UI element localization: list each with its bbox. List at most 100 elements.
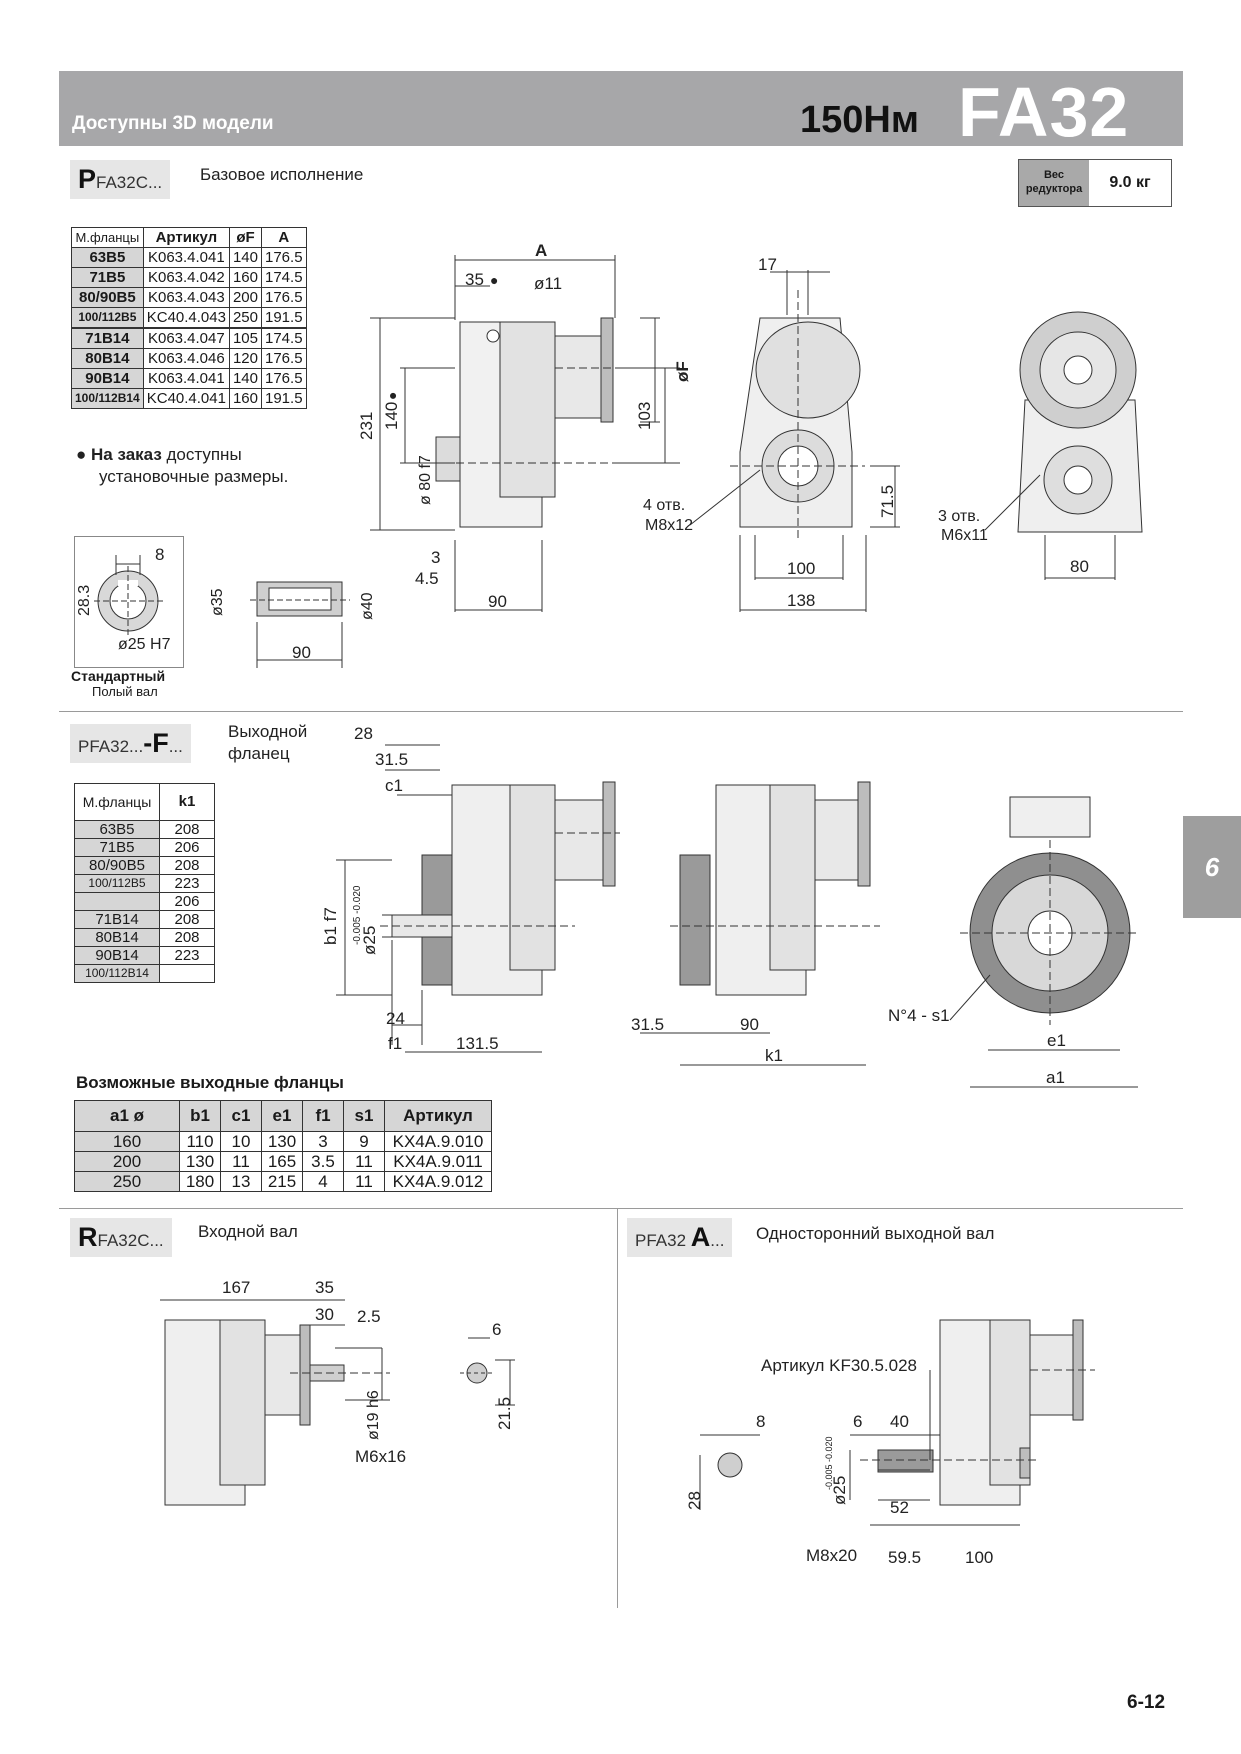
table-cell: 250 <box>228 307 263 328</box>
hollow-shaft-detail-box <box>74 536 184 668</box>
shaft-caption-sub: Полый вал <box>92 684 158 699</box>
table-cell: KX4A.9.012 <box>384 1171 492 1192</box>
header-model: FA32 <box>958 73 1130 151</box>
input-tag: RFA32C... <box>70 1218 172 1257</box>
dim-label: 8 <box>155 545 164 564</box>
flange-title-2: фланец <box>228 744 290 763</box>
dim-label: ø11 <box>534 274 562 293</box>
table-cell: 3 <box>302 1131 344 1152</box>
gearbox-rear-view-drawing <box>1017 311 1143 533</box>
dim-label: ø25 H7 <box>118 636 171 653</box>
order-bullet-icon: ● <box>384 392 400 400</box>
table-cell: 208 <box>159 820 215 839</box>
dim-label: 8 <box>756 1412 765 1431</box>
k1-table-header: k1 <box>159 783 215 821</box>
table-cell: 165 <box>261 1151 303 1172</box>
flange-tag-post: ... <box>168 737 183 756</box>
table-cell: 130 <box>261 1131 303 1152</box>
dim-label: a1 <box>1046 1068 1065 1087</box>
table-cell: 110 <box>179 1131 221 1152</box>
table-cell: 176.5 <box>261 247 307 268</box>
dim-label: 90 <box>292 643 311 662</box>
dim-label: 35 <box>315 1278 334 1297</box>
section-divider <box>59 711 1183 712</box>
dim-label: 231 <box>357 412 376 440</box>
dim-label: ø35 <box>209 588 226 616</box>
table-cell: f1 <box>302 1100 344 1132</box>
dim-label: 4.5 <box>415 569 439 588</box>
table-cell: 105 <box>228 328 263 349</box>
table-cell: Артикул <box>384 1100 492 1132</box>
single-shaft-side-view-drawing <box>717 1319 1095 1506</box>
table-cell: 200 <box>74 1151 180 1172</box>
table-cell: 90B14 <box>71 368 144 389</box>
dim-label: b1 f7 <box>321 907 340 945</box>
section-divider <box>59 1208 1183 1209</box>
table-cell: K063.4.046 <box>142 348 230 369</box>
dim-label: 59.5 <box>888 1548 921 1567</box>
chapter-tab: 6 <box>1183 816 1241 918</box>
dim-label: ø19 h6 <box>365 1390 382 1440</box>
flange-tag-pre: PFA32... <box>78 737 144 756</box>
table-cell: KX4A.9.010 <box>384 1131 492 1152</box>
table-cell: 176.5 <box>261 348 307 369</box>
shaft-longitudinal-drawing <box>250 581 350 668</box>
dim-label: 90 <box>488 592 507 611</box>
input-tag-letter: R <box>78 1222 98 1252</box>
table-cell <box>159 964 215 983</box>
dim-label: ø25 <box>830 1476 849 1505</box>
dim-label: M8x12 <box>645 517 693 534</box>
base-tag-rest: FA32C... <box>96 173 163 192</box>
order-bullet-icon: ● <box>76 445 87 464</box>
gearbox-front-view-drawing <box>730 290 865 540</box>
table-cell: 80B14 <box>74 928 160 947</box>
table-cell: 223 <box>159 874 215 893</box>
table-cell: KC40.4.041 <box>142 388 230 409</box>
flange-drawings: 28 31.5 c1 b1 f7 -0.005 -0.020 ø25 24 f1… <box>321 724 1140 1088</box>
flange-tag: PFA32...-F... <box>70 724 191 763</box>
dim-label: 2.5 <box>357 1307 381 1326</box>
table-cell: 130 <box>179 1151 221 1172</box>
weight-box: Вес редуктора 9.0 кг <box>1018 159 1172 207</box>
dim-label: ø 80 f7 <box>417 455 434 505</box>
flange-side-view-drawing <box>380 781 620 996</box>
dim-label: k1 <box>765 1046 783 1065</box>
table-cell: 250 <box>74 1171 180 1192</box>
table-cell: s1 <box>343 1100 385 1132</box>
input-shaft-side-view-drawing <box>164 1319 495 1506</box>
page-number: 6-12 <box>1127 1692 1166 1713</box>
order-note: ● На заказ доступны <box>76 445 242 465</box>
dim-label: c1 <box>385 776 403 795</box>
table-cell: 4 <box>302 1171 344 1192</box>
page-header-bar <box>59 71 1183 146</box>
hollow-shaft-section-drawing <box>94 555 163 636</box>
dim-label: 140 <box>382 402 401 430</box>
table-cell: 206 <box>159 838 215 857</box>
dim-label: 103 <box>635 402 654 430</box>
header-torque: 150Нм <box>800 99 919 141</box>
table-cell: 90B14 <box>74 946 160 965</box>
table-cell: 80/90B5 <box>74 856 160 875</box>
dim-label: ø40 <box>359 592 376 620</box>
dim-label: 35 <box>465 270 484 289</box>
table-cell: 191.5 <box>261 307 307 328</box>
dim-label: 40 <box>890 1412 909 1431</box>
dim-label: 4 отв. <box>643 497 685 514</box>
single-tag-pre: PFA32 <box>635 1231 691 1250</box>
flange-tag-letter: -F <box>143 728 169 758</box>
header-3d-note: Доступны 3D модели <box>72 113 274 134</box>
weight-label: Вес редуктора <box>1019 160 1089 206</box>
single-tag: PFA32 A... <box>627 1218 733 1257</box>
base-drawings: 8 28.3 ø25 H7 ø35 ø40 90 A 35 <box>76 241 1143 668</box>
table-cell: c1 <box>220 1100 262 1132</box>
flange-side-view-2-drawing <box>670 781 880 996</box>
